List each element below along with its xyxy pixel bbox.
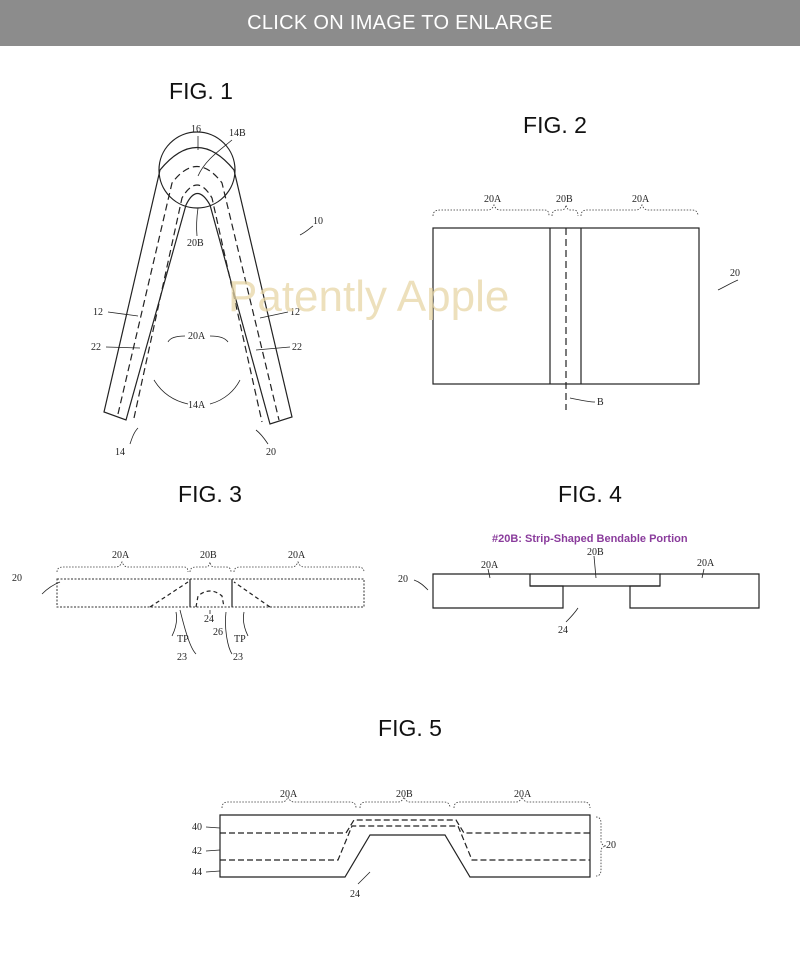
fig1-label-22-left: 22	[91, 342, 101, 353]
fig5-label-20: 20	[606, 840, 616, 851]
fig5-label-40: 40	[192, 822, 202, 833]
fig1-inner-dashed-layer	[133, 184, 263, 423]
fig1-bend-circle	[158, 131, 236, 209]
fig4-title: FIG. 4	[558, 481, 622, 507]
fig5-display-stack	[219, 814, 591, 878]
fig4-annotation: #20B: Strip-Shaped Bendable Portion	[492, 533, 688, 545]
fig1-label-20A: 20A	[188, 331, 206, 342]
fig4-left-portion	[432, 573, 564, 609]
fig5-label-42: 42	[192, 846, 202, 857]
fig4-bendable-strip	[530, 573, 661, 587]
fig3-display	[56, 578, 365, 608]
fig1-label-20: 20	[266, 447, 276, 458]
fig3-label-TP-right: TP	[234, 634, 246, 645]
enlarge-banner[interactable]: CLICK ON IMAGE TO ENLARGE	[0, 0, 800, 46]
fig2-label-20B: 20B	[556, 194, 573, 205]
fig1-label-20B: 20B	[187, 238, 204, 249]
fig1-label-12-right: 12	[290, 307, 300, 318]
fig1-folded-display	[103, 147, 293, 425]
fig1-label-10: 10	[313, 216, 323, 227]
fig2-label-B: B	[597, 397, 604, 408]
fig1-label-14B: 14B	[229, 128, 246, 139]
fig4-label-20A-left: 20A	[481, 560, 499, 571]
fig1-title: FIG. 1	[169, 78, 233, 104]
fig2-label-20A-right: 20A	[632, 194, 650, 205]
fig5-label-20A-left: 20A	[280, 789, 298, 800]
fig4-right-portion	[629, 573, 760, 609]
fig5-drawing: 20A 20B 20A 40 42 44 20 24	[192, 789, 616, 900]
fig1-label-12-left: 12	[93, 307, 103, 318]
fig5-label-20A-right: 20A	[514, 789, 532, 800]
fig2-label-20A-left: 20A	[484, 194, 502, 205]
fig3-label-24: 24	[204, 614, 214, 625]
fig3-label-20: 20	[12, 573, 22, 584]
fig3-title: FIG. 3	[178, 481, 242, 507]
fig1-label-22-right: 22	[292, 342, 302, 353]
fig1-label-14A: 14A	[188, 400, 206, 411]
fig3-label-26: 26	[213, 627, 223, 638]
fig3-label-23-right: 23	[233, 652, 243, 663]
fig5-layer-42	[220, 825, 590, 861]
fig5-label-24: 24	[350, 889, 360, 900]
fig4-drawing: #20B: Strip-Shaped Bendable Portion 20B …	[398, 533, 760, 636]
fig4-label-24: 24	[558, 625, 568, 636]
fig1-drawing: 16 14B 10 20B 12 12 20A 22 22 14A 14 20	[91, 124, 323, 458]
fig2-drawing: 20A 20B 20A 20 B	[432, 194, 740, 410]
fig2-title: FIG. 2	[523, 112, 587, 138]
fig5-label-20B: 20B	[396, 789, 413, 800]
fig5-layer-40	[220, 819, 590, 834]
fig4-label-20: 20	[398, 574, 408, 585]
fig4-label-20B: 20B	[587, 547, 604, 558]
fig5-label-44: 44	[192, 867, 202, 878]
fig1-label-16: 16	[191, 124, 201, 135]
fig3-label-20A-right: 20A	[288, 550, 306, 561]
fig3-label-TP-left: TP	[177, 634, 189, 645]
fig4-label-20A-right: 20A	[697, 558, 715, 569]
fig1-14B-leader	[197, 139, 233, 177]
fig1-outer-dashed-layer	[117, 166, 280, 421]
fig3-label-20A-left: 20A	[112, 550, 130, 561]
fig5-title: FIG. 5	[378, 715, 442, 741]
fig3-label-20B: 20B	[200, 550, 217, 561]
fig1-label-14: 14	[115, 447, 125, 458]
fig3-bend-region	[195, 590, 225, 608]
fig3-label-23-left: 23	[177, 652, 187, 663]
fig2-label-20: 20	[730, 268, 740, 279]
fig3-drawing: 20A 20B 20A 20 24 26 TP TP 23 23	[12, 550, 365, 663]
watermark: Patently Apple	[228, 272, 509, 321]
